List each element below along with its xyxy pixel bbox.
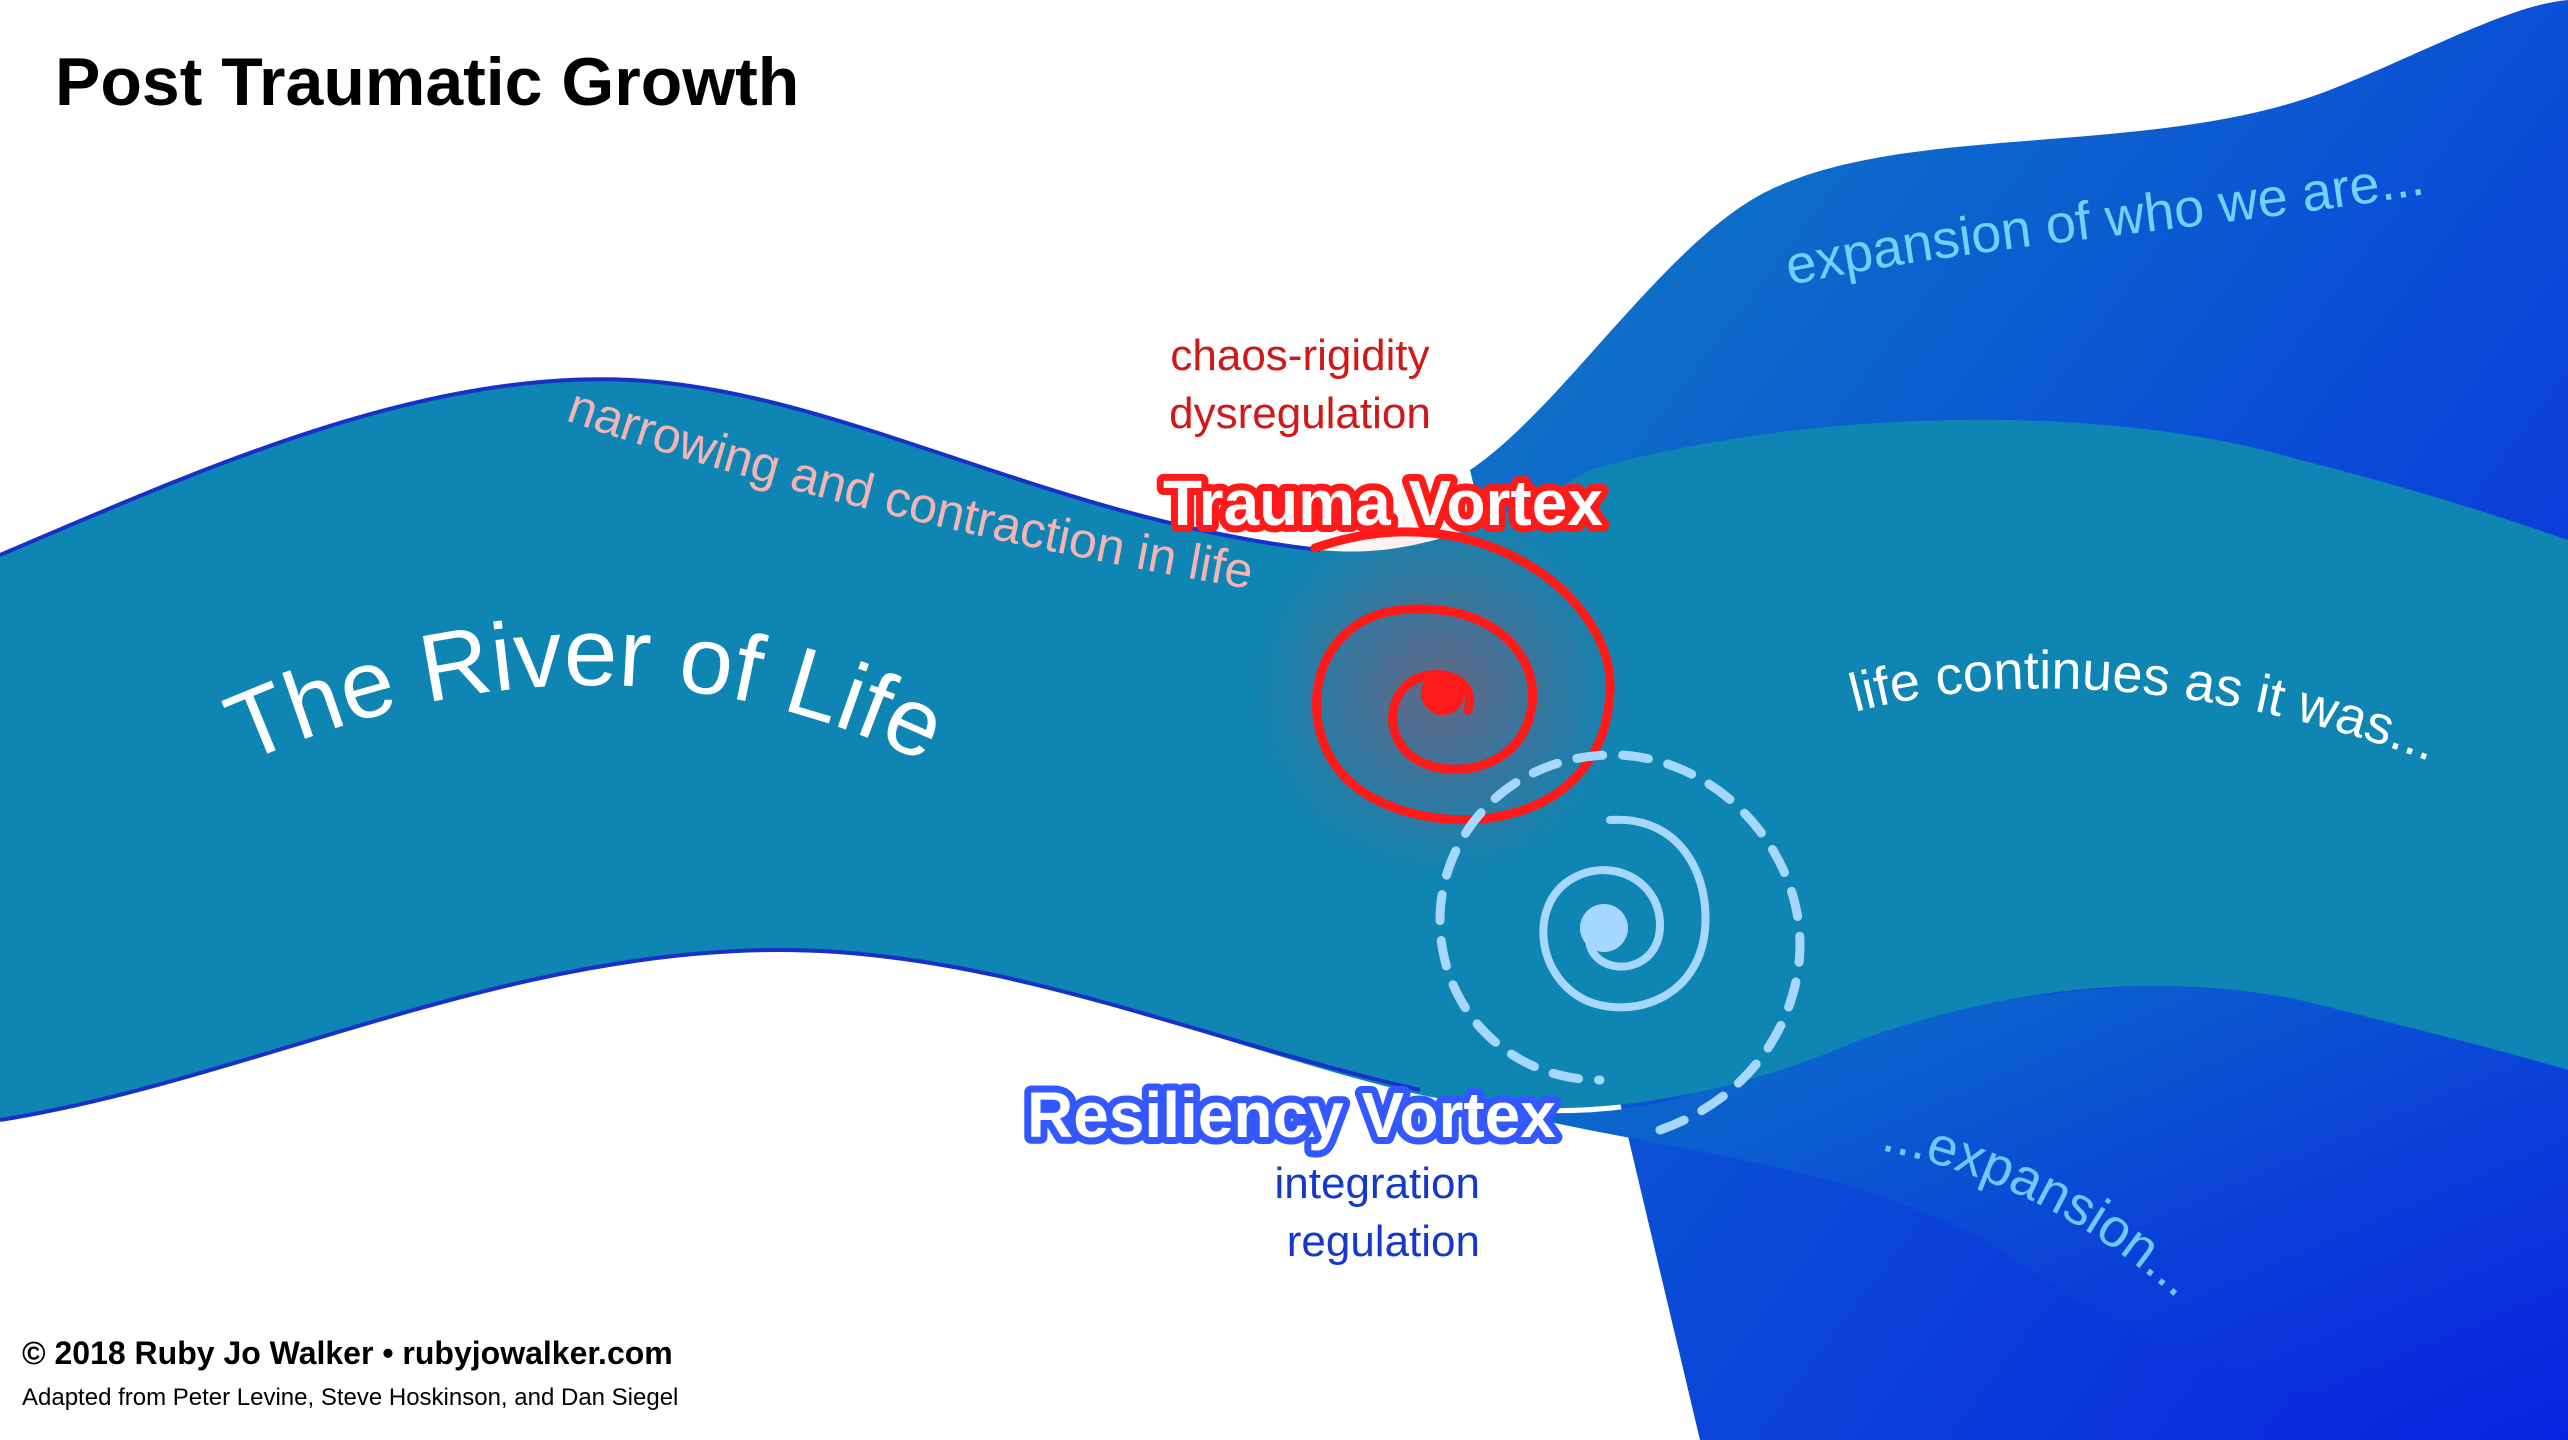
copyright-text: © 2018 Ruby Jo Walker • rubyjowalker.com <box>22 1335 673 1371</box>
expansion-lower-band <box>1500 985 2568 1440</box>
river-outline-bottom <box>0 947 1421 1122</box>
resiliency-vortex-spiral <box>1435 750 1805 1135</box>
chaos-rigidity-label: chaos-rigidity <box>1170 331 1429 380</box>
page-title: Post Traumatic Growth <box>55 44 799 120</box>
dysregulation-label: dysregulation <box>1169 389 1431 438</box>
river-outline-top <box>0 377 1321 557</box>
regulation-label: regulation <box>1287 1217 1480 1266</box>
trauma-vortex-spiral <box>1250 500 1630 880</box>
trauma-vortex-label: Trauma Vortex <box>1163 467 1603 539</box>
resiliency-vortex-label: Resiliency Vortex <box>1027 1079 1556 1151</box>
attribution-text: Adapted from Peter Levine, Steve Hoskins… <box>22 1384 678 1411</box>
integration-label: integration <box>1275 1159 1480 1208</box>
